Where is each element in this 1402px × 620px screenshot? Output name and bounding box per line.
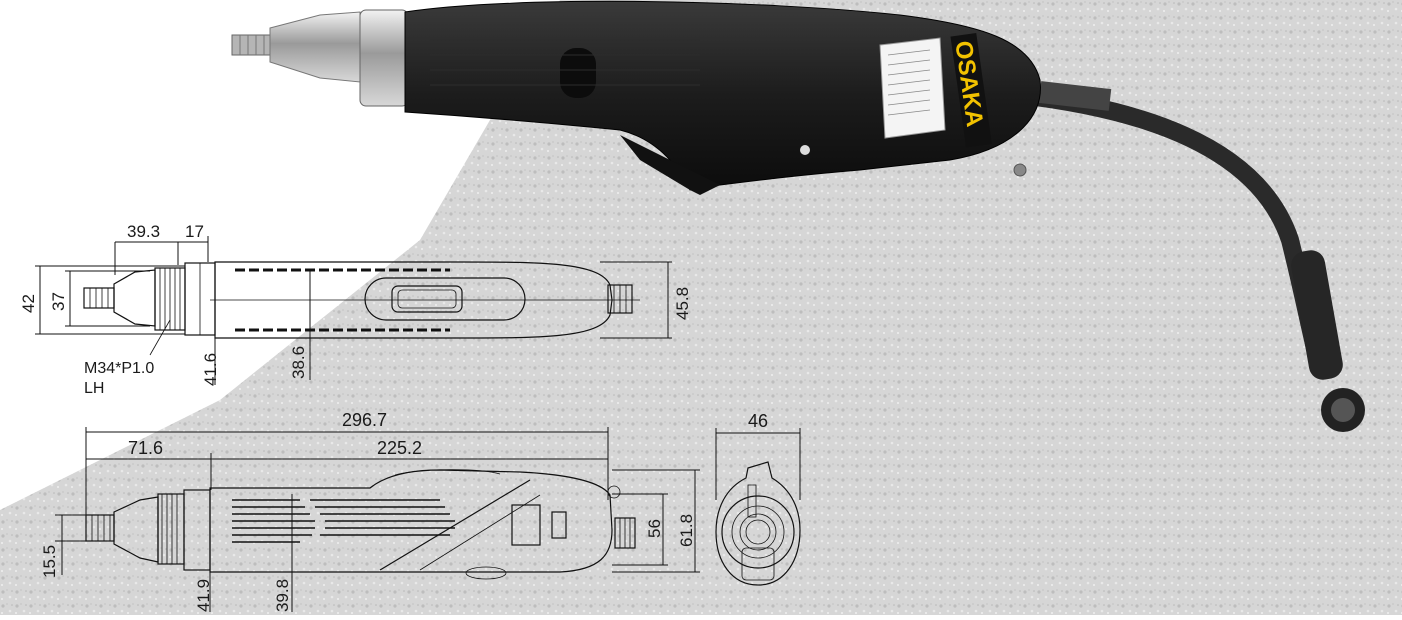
end-view-drawing: 46 xyxy=(715,411,801,586)
screwdriver-photo: OSAKA xyxy=(231,0,1365,432)
top-view-drawing: 39.3 17 42 37 45.8 41.6 38.6 M34*P1.0 LH xyxy=(19,222,692,397)
dim-56: 56 xyxy=(645,519,664,538)
dim-39-8: 39.8 xyxy=(273,579,292,612)
dim-42: 42 xyxy=(19,294,38,313)
dim-71-6: 71.6 xyxy=(128,438,163,458)
dim-46: 46 xyxy=(748,411,768,431)
dim-296-7: 296.7 xyxy=(342,410,387,430)
dim-38-6: 38.6 xyxy=(289,346,308,379)
side-view-drawing: 296.7 71.6 225.2 15.5 41.9 39.8 56 61.8 xyxy=(40,410,700,612)
thread-spec-line2: LH xyxy=(84,380,104,397)
thread-spec-line1: M34*P1.0 xyxy=(84,360,154,377)
dim-17: 17 xyxy=(185,222,204,241)
dim-45-8: 45.8 xyxy=(673,287,692,320)
dim-41-6: 41.6 xyxy=(201,353,220,386)
dim-39-3: 39.3 xyxy=(127,222,160,241)
cable-connector xyxy=(1291,250,1343,380)
dim-15-5: 15.5 xyxy=(40,545,59,578)
dim-225-2: 225.2 xyxy=(377,438,422,458)
dim-41-9: 41.9 xyxy=(194,579,213,612)
dim-37: 37 xyxy=(49,292,68,311)
dim-61-8: 61.8 xyxy=(677,514,696,547)
